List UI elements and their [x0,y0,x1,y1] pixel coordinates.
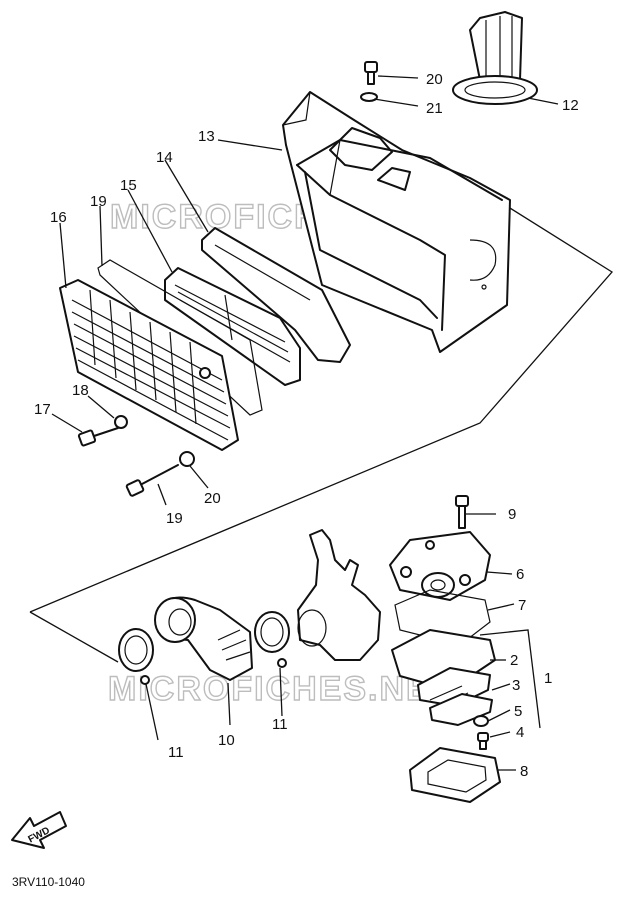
callout-8: 8 [520,763,528,780]
bolt-17 [77,427,119,447]
callout-23: 21 [426,100,443,117]
callout-15: 15 [120,177,137,194]
callout-1: 1 [544,670,552,687]
washer-23 [360,92,378,102]
intake-joint-10 [154,596,253,681]
washer-20 [179,451,195,467]
assembly-plane-lower [29,177,613,613]
callout-3: 3 [512,677,520,694]
clamp-11-left [118,628,154,685]
air-boot-12 [452,11,538,105]
callout-20: 20 [204,490,221,507]
reed-cover-6 [389,531,491,601]
air-box-13 [282,91,511,353]
bolt-9 [455,495,469,529]
leader-lines [51,75,559,771]
filter-frame-15 [164,267,301,386]
callout-19: 19 [166,510,183,527]
callout-11-left: 11 [168,744,184,761]
callout-18: 18 [72,382,89,399]
clamp-11-right [254,611,290,668]
carburetor-outline [297,529,381,661]
callout-2: 2 [510,652,518,669]
callout-10: 10 [218,732,235,749]
callout-21: 19 [90,193,107,210]
filter-case-16 [59,279,239,451]
callout-12: 12 [562,97,579,114]
callout-14: 14 [156,149,173,166]
assembly-plane-lower-edge [29,611,119,663]
callout-22: 20 [426,71,443,88]
callout-6: 6 [516,566,524,583]
callout-9: 9 [508,506,516,523]
callout-4: 4 [516,724,524,741]
bolt-19 [125,464,179,497]
washer-18 [114,415,128,429]
screw-4 [477,732,489,750]
callout-5: 5 [514,703,522,720]
callout-16: 16 [50,209,67,226]
part-code: 3RV110-1040 [12,875,85,889]
callout-13: 13 [198,128,215,145]
callout-11-right: 11 [272,716,288,733]
bolt-22 [364,61,378,85]
fwd-arrow-icon: FWD [11,811,67,849]
callout-17: 17 [34,401,51,418]
gasket-21 [97,259,263,416]
nut-5 [473,715,489,727]
reed-valve-assembly-1 [391,629,496,726]
gasket-7 [394,589,491,646]
callout-7: 7 [518,597,526,614]
gasket-8 [409,747,501,803]
filter-cover-14 [201,227,351,363]
